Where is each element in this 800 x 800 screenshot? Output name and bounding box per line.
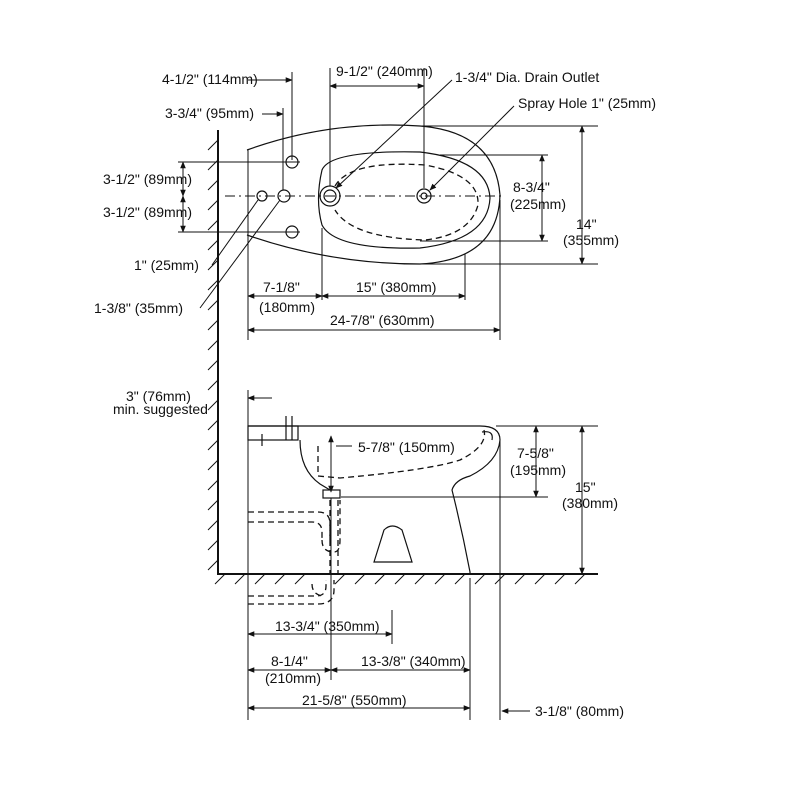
- label-35: 1-3/8" (35mm): [94, 300, 183, 316]
- label-380-side-a: 15": [575, 479, 596, 495]
- label-210-a: 8-1/4": [271, 653, 308, 669]
- leader-25: [211, 199, 259, 266]
- label-drain-outlet: 1-3/4" Dia. Drain Outlet: [455, 69, 599, 85]
- label-380: 15" (380mm): [356, 279, 436, 295]
- label-95: 3-3/4" (95mm): [165, 105, 254, 121]
- label-195-b: (195mm): [510, 462, 566, 478]
- label-min-suggested: min. suggested: [113, 401, 208, 417]
- drain-outlet-inner: [323, 189, 337, 203]
- label-380-side-b: (380mm): [562, 495, 618, 511]
- label-355-b: (355mm): [563, 232, 619, 248]
- label-550: 21-5/8" (550mm): [302, 692, 407, 708]
- leader-drain: [335, 79, 453, 189]
- faucet-deck: [247, 425, 299, 441]
- label-spray-hole: Spray Hole 1" (25mm): [518, 95, 656, 111]
- label-89-a: 3-1/2" (89mm): [103, 171, 192, 187]
- side-view: 3" (76mm) min. suggested 5-7/8" (150mm) …: [113, 388, 624, 720]
- bidet-side-outline: [248, 425, 501, 574]
- label-89-b: 3-1/2" (89mm): [103, 204, 192, 220]
- bidet-top-outline: [246, 124, 501, 265]
- rim-hidden-line: [334, 163, 479, 241]
- bowl-inner-outline: [317, 151, 491, 249]
- label-180-b: (180mm): [259, 299, 315, 315]
- label-76: 3" (76mm): [126, 388, 191, 404]
- label-350: 13-3/4" (350mm): [275, 618, 380, 634]
- label-25: 1" (25mm): [134, 257, 199, 273]
- label-340: 13-3/8" (340mm): [361, 653, 466, 669]
- label-225-b: (225mm): [510, 196, 566, 212]
- floor-hatch: [214, 573, 586, 585]
- label-150: 5-7/8" (150mm): [358, 439, 455, 455]
- label-80: 3-1/8" (80mm): [535, 703, 624, 719]
- waste-pipe-lower: [248, 580, 335, 605]
- label-240: 9-1/2" (240mm): [336, 63, 433, 79]
- label-225-a: 8-3/4": [513, 179, 550, 195]
- label-210-b: (210mm): [265, 670, 321, 686]
- label-195-a: 7-5/8": [517, 445, 554, 461]
- top-view: 4-1/2" (114mm) 3-3/4" (95mm) 3-1/2" (89m…: [94, 63, 656, 575]
- label-114: 4-1/2" (114mm): [162, 71, 258, 87]
- trap-lower: [311, 583, 323, 597]
- leader-35: [199, 199, 281, 309]
- label-630: 24-7/8" (630mm): [330, 312, 435, 328]
- waste-pipe-upper: [248, 511, 331, 540]
- trap-riser: [329, 500, 339, 574]
- bidet-side-base: [299, 439, 331, 491]
- label-180-a: 7-1/8": [263, 279, 300, 295]
- foot-opening: [373, 525, 413, 563]
- rim-detail: [481, 431, 493, 441]
- bowl-hidden-profile: [317, 429, 486, 479]
- wall-hatch: [207, 139, 219, 571]
- leader-spray: [429, 105, 515, 191]
- label-355-a: 14": [576, 216, 597, 232]
- trap-upper: [321, 500, 341, 553]
